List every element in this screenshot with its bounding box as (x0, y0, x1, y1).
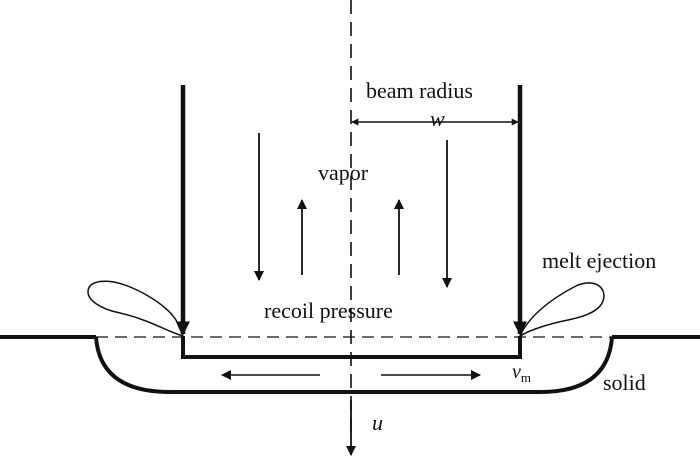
w-label: w (430, 106, 445, 131)
melt-ejection-label: melt ejection (542, 248, 656, 273)
solid-label: solid (603, 370, 646, 395)
keyhole-surface (181, 336, 522, 359)
u-label: u (372, 410, 383, 435)
beam-radius-label: beam radius (366, 78, 473, 103)
vm-subscript: m (521, 370, 531, 385)
melt-ejection-right (518, 282, 605, 338)
vm-v: v (512, 361, 521, 383)
vm-label: vm (512, 361, 531, 385)
melt-ejection-left (87, 280, 185, 338)
recoil-pressure-label: recoil pressure (264, 298, 393, 323)
vapor-label: vapor (318, 160, 369, 185)
melt-pool-boundary (94, 336, 614, 394)
